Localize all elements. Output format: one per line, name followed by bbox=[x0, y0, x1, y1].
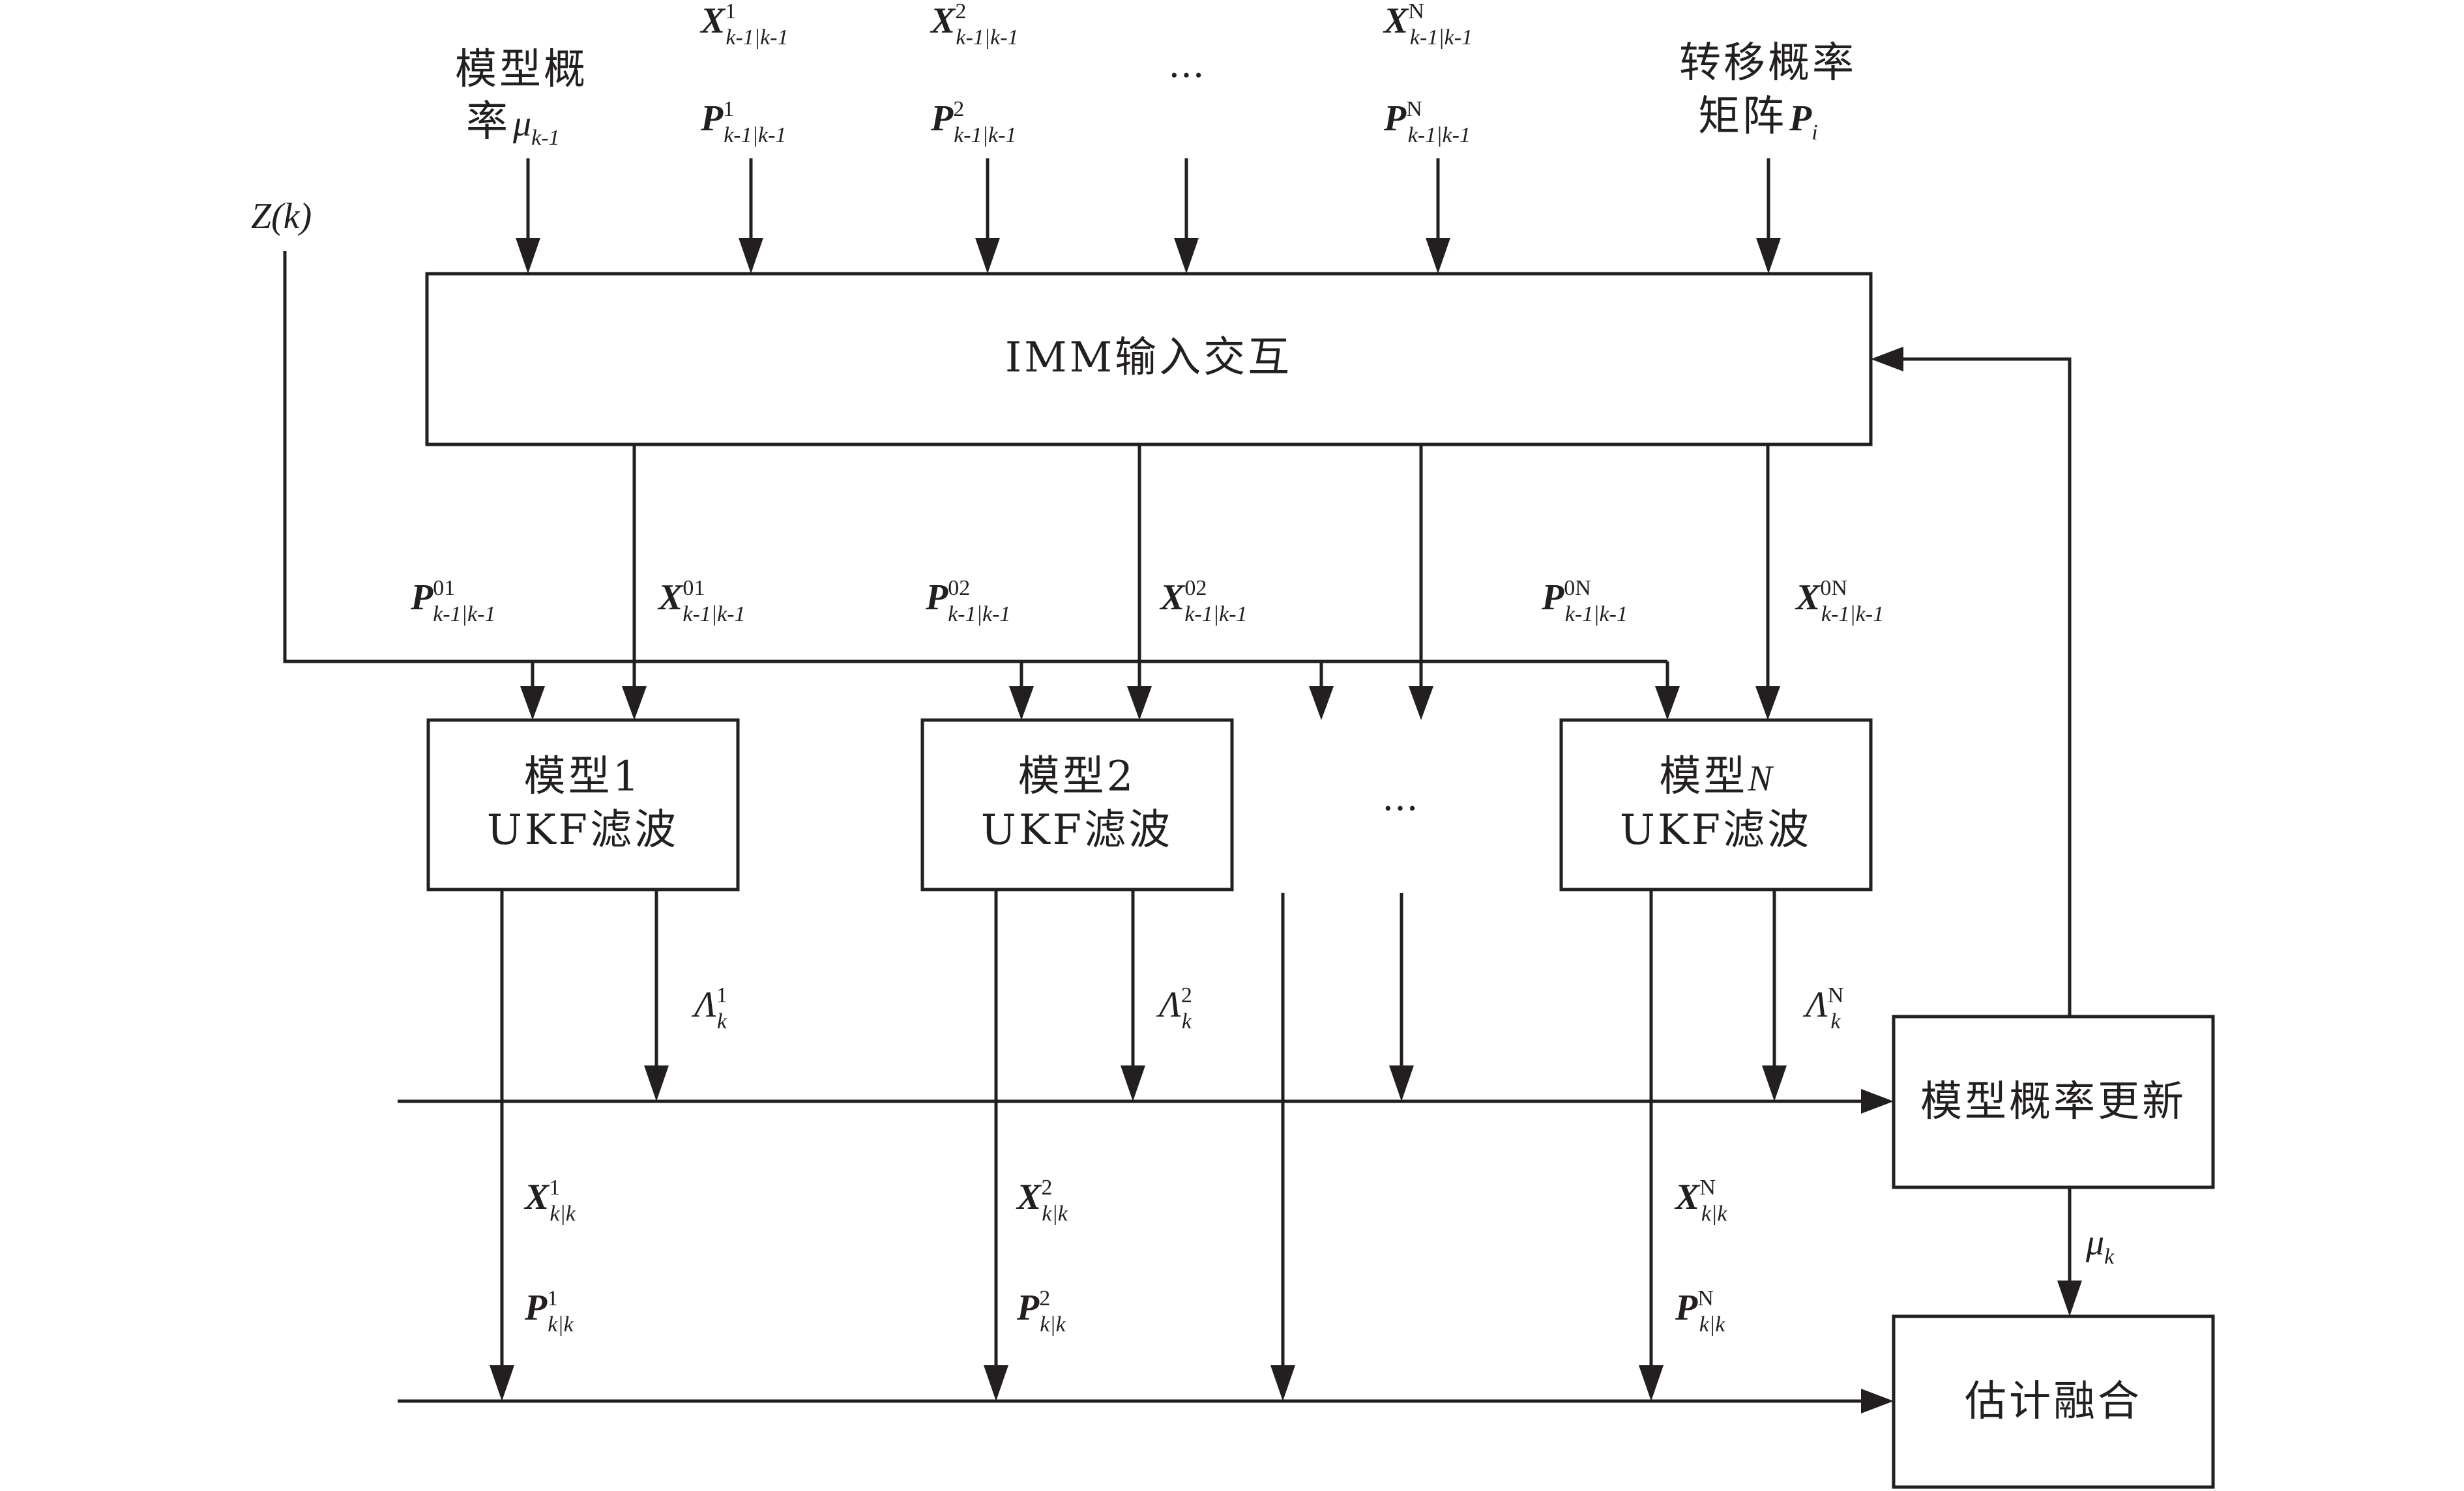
imm-interaction-label: IMM输入交互 bbox=[1005, 334, 1292, 382]
model1-ukf-label: UKF滤波 bbox=[487, 806, 679, 854]
arrowhead bbox=[1309, 686, 1334, 720]
model2-ukf-block bbox=[920, 718, 1234, 891]
model1-label: 模型1 bbox=[524, 753, 642, 801]
model1-ukf-block bbox=[426, 718, 740, 891]
arrowhead bbox=[1409, 686, 1433, 720]
arrowhead bbox=[1127, 686, 1152, 720]
model2-label: 模型2 bbox=[1018, 753, 1136, 801]
arrowhead bbox=[1121, 1065, 1145, 1101]
arrowhead bbox=[1009, 686, 1034, 720]
arrowhead bbox=[520, 686, 545, 720]
modelN-ukf-label: UKF滤波 bbox=[1620, 806, 1811, 854]
arrowhead bbox=[2057, 1281, 2082, 1316]
arrowhead bbox=[644, 1065, 669, 1101]
models-ellipsis: … bbox=[1382, 777, 1418, 819]
arrowhead bbox=[490, 1365, 514, 1401]
arrowhead bbox=[984, 1365, 1008, 1401]
arrowhead bbox=[975, 238, 1000, 274]
measurement-label: Z(k) bbox=[251, 196, 312, 237]
measurement-bus bbox=[283, 251, 1667, 663]
arrowhead bbox=[1270, 1365, 1295, 1401]
modelN-label: 模型N bbox=[1659, 753, 1774, 801]
inputs-ellipsis: … bbox=[1168, 44, 1205, 86]
arrowhead bbox=[1861, 1389, 1894, 1413]
estimate-fusion-block bbox=[1892, 1314, 2215, 1489]
arrowhead bbox=[516, 238, 540, 274]
arrowhead bbox=[1861, 1089, 1894, 1114]
feedback-line bbox=[1903, 357, 2072, 1017]
arrowhead bbox=[1639, 1365, 1664, 1401]
arrowhead bbox=[739, 238, 763, 274]
arrowhead bbox=[1756, 238, 1781, 274]
trans-prob-label-line1: 转移概率 bbox=[1679, 39, 1856, 87]
arrowhead bbox=[1426, 238, 1450, 274]
model-prob-label-line2: 率μk-1 bbox=[466, 98, 560, 150]
modelN-ukf-block bbox=[1559, 718, 1873, 891]
arrowhead bbox=[622, 686, 647, 720]
arrowhead bbox=[1762, 1065, 1787, 1101]
arrowhead bbox=[1389, 1065, 1414, 1101]
trans-prob-label-line2: 矩阵Pi bbox=[1698, 93, 1818, 145]
arrowhead bbox=[1755, 686, 1780, 720]
model2-ukf-label: UKF滤波 bbox=[981, 806, 1173, 854]
arrowhead bbox=[1871, 347, 1903, 371]
estimate-fusion-label: 估计融合 bbox=[1965, 1378, 2142, 1426]
arrowhead bbox=[1174, 238, 1199, 274]
model-prob-label-line1: 模型概 bbox=[455, 46, 588, 94]
model-prob-update-label: 模型概率更新 bbox=[1920, 1078, 2186, 1126]
model-prob-update-block bbox=[1892, 1015, 2215, 1189]
arrowhead bbox=[1655, 686, 1680, 720]
imm-interaction-block bbox=[425, 272, 1873, 446]
mu-k-label: μk bbox=[2085, 1223, 2115, 1269]
